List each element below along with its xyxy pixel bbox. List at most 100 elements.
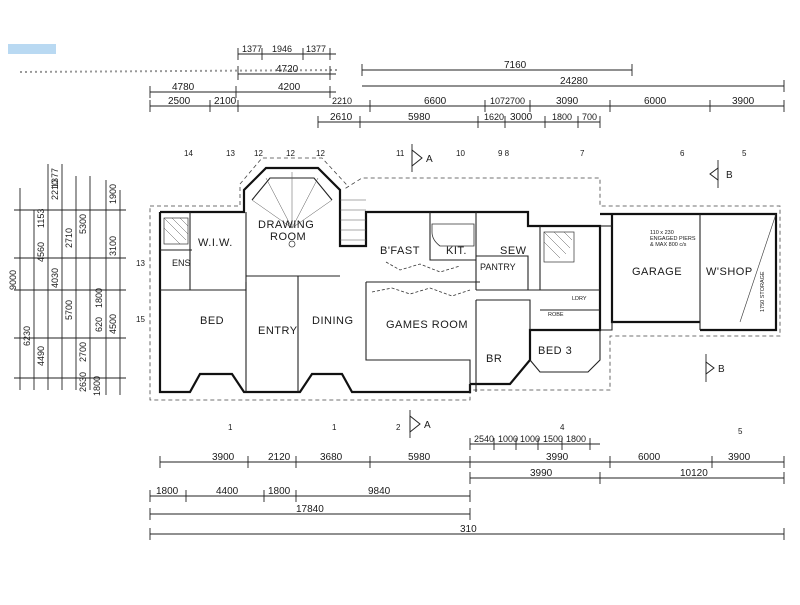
grid-top-2: 12	[254, 149, 263, 158]
section-b-label-top: B	[726, 170, 733, 181]
room-labels: DRAWING ROOM W.I.W. ENS BED ENTRY DINING…	[172, 219, 753, 365]
room-br-label: BR	[486, 353, 502, 365]
dim-bot1-b: 2120	[268, 452, 291, 463]
dim-left4-b: 5700	[64, 300, 74, 320]
annotations: 110 x 230 ENGAGED PIERS & MAX 800 c/s 17…	[650, 230, 766, 312]
section-marker-a-top: A	[411, 144, 433, 172]
dim-top3-b: 24280	[560, 76, 588, 87]
dim-left6-a: 2630	[78, 372, 88, 392]
room-sew-label: SEW	[500, 245, 527, 257]
dim-top6-e: 1800	[552, 112, 572, 122]
dim-bot1r-d: 1500	[543, 434, 563, 444]
grid-top-4: 12	[316, 149, 325, 158]
grid-left-0: 13	[136, 259, 145, 268]
dim-left1-b: 1153	[36, 209, 46, 228]
dim-bot1r-c: 1000	[520, 434, 540, 444]
wet-area-hatching	[163, 217, 575, 263]
grid-top-9: 6	[680, 149, 685, 158]
dim-top1-c: 1377	[306, 44, 326, 54]
dim-bot1r-e: 1800	[566, 434, 586, 444]
room-dining-label: DINING	[312, 315, 354, 327]
dim-left3-b: 4030	[50, 268, 60, 288]
dim-top6-b: 5980	[408, 112, 431, 123]
dim-top1-a: 1377	[242, 44, 262, 54]
dim-left4-a: 6230	[22, 326, 32, 346]
garage-note-1: 110 x 230	[650, 230, 674, 236]
stair-deck	[340, 199, 366, 241]
room-ldry-label: LDRY	[572, 296, 587, 302]
dim-bot4: 310	[460, 524, 477, 535]
grid-top-8: 7	[580, 149, 585, 158]
grid-top-10: 5	[742, 149, 747, 158]
dim-left5-c: 4500	[108, 314, 118, 334]
room-wiw-label: W.I.W.	[198, 237, 233, 249]
kitchen-island	[431, 223, 475, 247]
grid-bot-2: 2	[396, 423, 401, 432]
dim-left2-b: 2710	[64, 228, 74, 248]
room-garage-label: GARAGE	[632, 266, 682, 278]
room-ens-label: ENS	[172, 258, 191, 268]
dim-left5-b: 2700	[78, 342, 88, 362]
dim-bot1-c: 3680	[320, 452, 343, 463]
dim-left5-a: 4490	[36, 346, 46, 366]
dim-top5-a: 2500	[168, 96, 191, 107]
dim-right-v-a: 1900	[108, 184, 118, 204]
garage-door-line	[739, 213, 777, 323]
dim-bot3: 17840	[296, 504, 324, 515]
dim-bot2-c: 1800	[268, 486, 291, 497]
dim-bot2r-c: 6000	[638, 452, 661, 463]
dim-top3-a: 7160	[504, 60, 527, 71]
dim-bot1-a: 3900	[212, 452, 235, 463]
dim-top2: 4720	[276, 64, 299, 75]
sketch-marks	[371, 261, 471, 297]
dim-left1-c: 1377	[50, 168, 60, 188]
grid-top-1: 13	[226, 149, 235, 158]
section-marker-a-bot: A	[409, 410, 431, 438]
dim-top5-e: 1072700	[490, 96, 525, 106]
dim-top5-g: 6000	[644, 96, 667, 107]
grid-bot-1: 1	[332, 423, 337, 432]
dim-top6-c: 1620	[484, 112, 504, 122]
scan-mark	[8, 44, 56, 54]
garage-note-2: ENGAGED PIERS	[650, 236, 696, 242]
room-bfast-label: B'FAST	[380, 245, 420, 257]
grid-bot-4: 5	[738, 427, 743, 436]
room-wshop-label: W'SHOP	[706, 266, 753, 278]
section-a-label-bot: A	[424, 420, 431, 431]
room-drawing-label-2: ROOM	[270, 231, 306, 243]
dim-bot2r-e: 10120	[680, 468, 708, 479]
dim-bot2r-d: 3900	[728, 452, 751, 463]
dim-left2-c: 5300	[78, 214, 88, 234]
top-dimensions: 1377 1946 1377 4720 7160 24280 4780 4200	[149, 44, 785, 128]
room-drawing-label: DRAWING	[258, 219, 314, 231]
grid-top-7: 9 8	[498, 149, 510, 158]
dim-top1-b: 1946	[272, 44, 292, 54]
room-entry-label: ENTRY	[258, 325, 298, 337]
grid-top-6: 10	[456, 149, 465, 158]
dim-bot2r-b: 3990	[530, 468, 553, 479]
dim-left2-a: 4560	[36, 242, 46, 262]
shop-note: 1750 STORAGE	[760, 271, 766, 312]
section-marker-b-top: B	[709, 160, 733, 188]
section-b-label-bot: B	[718, 364, 725, 375]
scan-smudge	[19, 69, 341, 73]
grid-bot-0: 1	[228, 423, 233, 432]
bottom-dimensions: 2540 1000 1000 1500 1800 3900 2120 3680 …	[149, 434, 785, 540]
grid-labels-bottom: 1 1 2 4 5	[228, 423, 743, 436]
grid-top-5: 11	[396, 149, 405, 158]
dim-top5-d: 6600	[424, 96, 447, 107]
grid-labels-top: 14 13 12 12 12 11 10 9 8 7 6 5	[184, 149, 747, 158]
dim-top6-d: 3000	[510, 112, 533, 123]
grid-bot-3: 4	[560, 423, 565, 432]
dim-left6-b: 1800	[92, 376, 102, 396]
room-games-label: GAMES ROOM	[386, 319, 468, 331]
grid-top-3: 12	[286, 149, 295, 158]
dim-left3-c: 1800	[94, 288, 104, 308]
dim-bot2-a: 1800	[156, 486, 179, 497]
dim-right-v-b: 3100	[108, 236, 118, 256]
dim-top6-a: 2610	[330, 112, 353, 123]
room-kit-label: KIT.	[446, 245, 467, 257]
garage-note-3: & MAX 800 c/s	[650, 242, 687, 248]
